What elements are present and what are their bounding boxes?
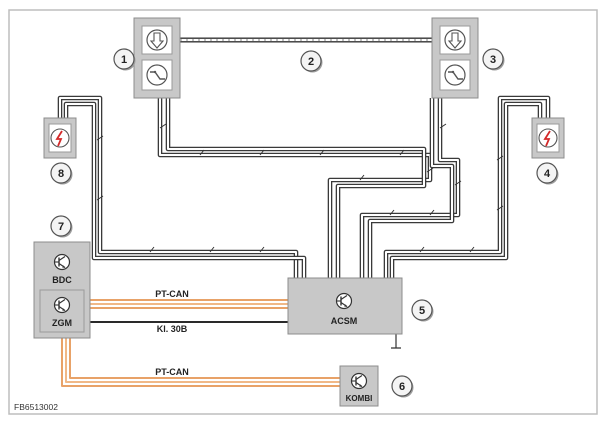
- acsm-transistor-icon: [335, 292, 353, 310]
- callout-6: 6: [391, 375, 415, 399]
- belt-unit-right: [431, 17, 479, 99]
- kombi-module: KOMBI: [339, 365, 379, 407]
- acsm-module: ACSM: [287, 277, 403, 335]
- squib-icon: [538, 128, 558, 148]
- svg-text:8: 8: [58, 168, 64, 180]
- buckle-switch-icon: [146, 29, 168, 51]
- tensioner-icon: [444, 64, 466, 86]
- callout-7: 7: [50, 215, 74, 239]
- svg-text:7: 7: [58, 221, 64, 233]
- acsm-label: ACSM: [331, 316, 358, 326]
- squib-icon: [50, 128, 70, 148]
- zgm-label: ZGM: [52, 318, 72, 328]
- svg-text:6: 6: [399, 381, 405, 393]
- figure-id: FB6513002: [14, 402, 58, 412]
- kl30b-label: Kl. 30B: [157, 324, 188, 334]
- kombi-transistor-icon: [350, 372, 368, 390]
- ptcan-lower-label: PT-CAN: [155, 367, 189, 377]
- callout-4: 4: [536, 162, 560, 186]
- callout-1: 1: [113, 48, 137, 72]
- svg-text:2: 2: [308, 56, 314, 68]
- belt-unit-left: [133, 17, 181, 99]
- svg-text:3: 3: [490, 54, 496, 66]
- ptcan-upper-label: PT-CAN: [155, 289, 189, 299]
- svg-text:1: 1: [121, 54, 127, 66]
- svg-text:5: 5: [419, 305, 425, 317]
- tensioner-icon: [146, 64, 168, 86]
- callout-8: 8: [50, 162, 74, 186]
- zgm-transistor-icon: [53, 296, 71, 314]
- kombi-label: KOMBI: [346, 394, 373, 403]
- callout-5: 5: [411, 299, 435, 323]
- svg-text:4: 4: [544, 168, 551, 180]
- bdc-zgm-module: BDC ZGM: [33, 241, 91, 339]
- buckle-switch-icon: [444, 29, 466, 51]
- squib-right: [531, 117, 565, 159]
- squib-left: [43, 117, 77, 159]
- bdc-label: BDC: [52, 275, 72, 285]
- bdc-transistor-icon: [53, 253, 71, 271]
- callout-3: 3: [482, 48, 506, 72]
- callout-2: 2: [300, 50, 324, 74]
- wire-harness: [57, 37, 551, 387]
- diagram-frame: [8, 9, 598, 415]
